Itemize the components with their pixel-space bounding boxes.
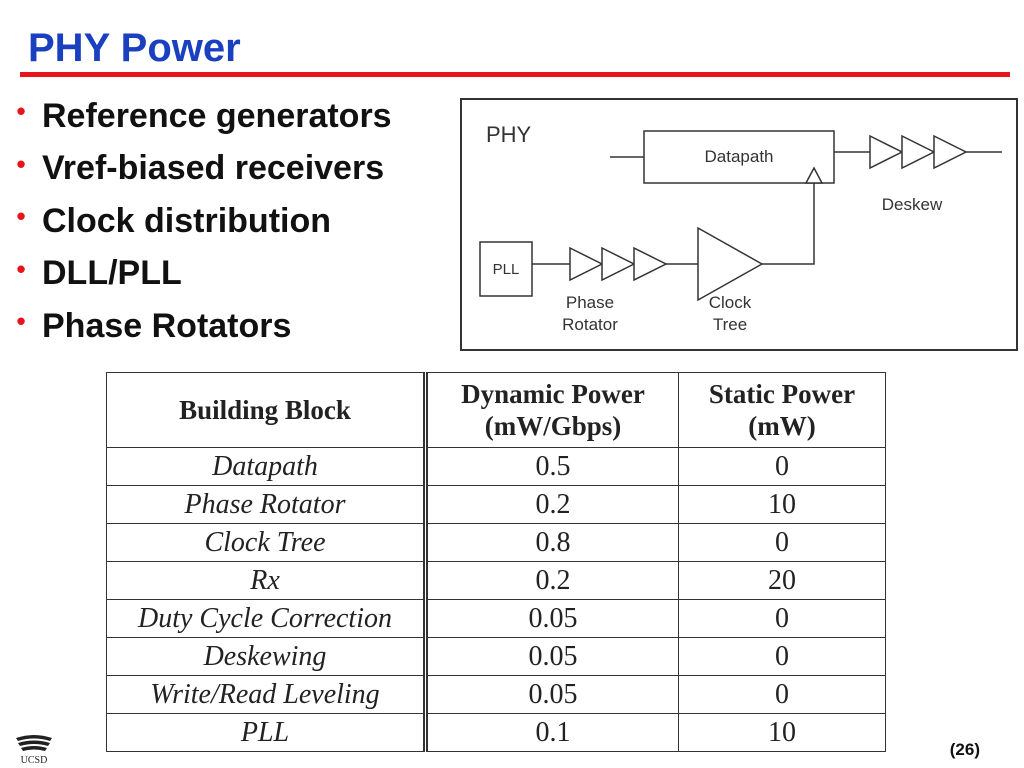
cell-block: Deskewing xyxy=(106,637,428,676)
header-dynamic-line2: (mW/Gbps) xyxy=(484,411,622,441)
table-row: Rx 0.2 20 xyxy=(106,561,886,600)
cell-static: 0 xyxy=(678,523,886,562)
header-static-line1: Static Power xyxy=(708,379,856,409)
bullet-item: • Phase Rotators xyxy=(8,300,392,353)
bullet-text: Vref-biased receivers xyxy=(42,149,385,188)
cell-dynamic: 0.05 xyxy=(425,637,679,676)
cell-block: Write/Read Leveling xyxy=(106,675,428,714)
slide-title: PHY Power xyxy=(28,26,241,70)
pll-box xyxy=(479,241,533,297)
cell-block: Datapath xyxy=(106,447,428,486)
header-dynamic-power: Dynamic Power (mW/Gbps) xyxy=(425,372,679,448)
phase-rotator-buffer-icon xyxy=(569,246,604,282)
cell-block: Duty Cycle Correction xyxy=(106,599,428,638)
deskew-label: Deskew xyxy=(882,195,943,214)
bullet-dot-icon: • xyxy=(16,201,26,232)
phase-rotator-label-line1: Phase xyxy=(566,293,614,312)
bullet-text: DLL/PLL xyxy=(42,254,182,293)
cell-dynamic: 0.5 xyxy=(425,447,679,486)
pll-label: PLL xyxy=(493,261,520,278)
table-row: Write/Read Leveling 0.05 0 xyxy=(106,675,886,714)
phy-block-diagram: PHY Datapath Deskew PLL Phase Rotator Cl… xyxy=(460,98,1018,351)
cell-static: 0 xyxy=(678,447,886,486)
cell-block: Clock Tree xyxy=(106,523,428,562)
cell-dynamic: 0.2 xyxy=(425,561,679,600)
ucsd-logo: UCSD xyxy=(16,735,52,766)
bullet-item: • Vref-biased receivers xyxy=(8,143,392,196)
clock-tree-wire xyxy=(762,183,815,265)
table-row: Datapath 0.5 0 xyxy=(106,447,886,486)
cell-block: Phase Rotator xyxy=(106,485,428,524)
header-dynamic-line1: Dynamic Power xyxy=(461,379,645,409)
power-table: Building Block Dynamic Power (mW/Gbps) S… xyxy=(106,372,886,752)
deskew-buffer-icon xyxy=(933,134,968,170)
cell-static: 0 xyxy=(678,675,886,714)
phase-rotator-buffer-icon xyxy=(633,246,668,282)
phase-rotator-buffer-icon xyxy=(601,246,636,282)
page-number: (26) xyxy=(949,740,980,759)
table-header-row: Building Block Dynamic Power (mW/Gbps) S… xyxy=(106,372,886,448)
cell-dynamic: 0.2 xyxy=(425,485,679,524)
table-row: Phase Rotator 0.2 10 xyxy=(106,485,886,524)
logo-text: UCSD xyxy=(21,755,48,766)
bullet-text: Reference generators xyxy=(42,96,392,135)
bullet-list: • Reference generators • Vref-biased recei… xyxy=(8,90,392,353)
cell-block: Rx xyxy=(106,561,428,600)
phy-label: PHY xyxy=(486,122,532,147)
bullet-dot-icon: • xyxy=(16,148,26,179)
bullet-text: Phase Rotators xyxy=(42,306,292,345)
bullet-dot-icon: • xyxy=(16,306,26,337)
deskew-buffer-icon xyxy=(869,134,904,170)
bullet-text: Clock distribution xyxy=(42,201,331,240)
bullet-item: • Clock distribution xyxy=(8,195,392,248)
header-static-power: Static Power (mW) xyxy=(678,372,886,448)
table-row: PLL 0.1 10 xyxy=(106,713,886,752)
clock-tree-label-line1: Clock xyxy=(709,293,752,312)
table-row: Deskewing 0.05 0 xyxy=(106,637,886,676)
cell-dynamic: 0.05 xyxy=(425,599,679,638)
header-building-block: Building Block xyxy=(106,372,428,448)
cell-dynamic: 0.8 xyxy=(425,523,679,562)
cell-static: 20 xyxy=(678,561,886,600)
bullet-item: • DLL/PLL xyxy=(8,248,392,301)
datapath-box xyxy=(643,130,835,184)
cell-dynamic: 0.05 xyxy=(425,675,679,714)
cell-block: PLL xyxy=(106,713,428,752)
bullet-dot-icon: • xyxy=(16,96,26,127)
header-static-line2: (mW) xyxy=(748,411,816,441)
bullet-dot-icon: • xyxy=(16,253,26,284)
phase-rotator-label-line2: Rotator xyxy=(562,315,618,334)
deskew-buffer-icon xyxy=(901,134,936,170)
cell-static: 0 xyxy=(678,637,886,676)
cell-static: 10 xyxy=(678,713,886,752)
datapath-label: Datapath xyxy=(705,147,774,166)
table-row: Clock Tree 0.8 0 xyxy=(106,523,886,562)
clock-tree-buffer-icon xyxy=(697,226,764,302)
title-underline xyxy=(20,72,1010,77)
cell-static: 10 xyxy=(678,485,886,524)
table-row: Duty Cycle Correction 0.05 0 xyxy=(106,599,886,638)
cell-static: 0 xyxy=(678,599,886,638)
clock-tree-label-line2: Tree xyxy=(713,315,747,334)
bullet-item: • Reference generators xyxy=(8,90,392,143)
cell-dynamic: 0.1 xyxy=(425,713,679,752)
phy-diagram-svg: PHY Datapath Deskew PLL Phase Rotator Cl… xyxy=(479,122,1002,334)
